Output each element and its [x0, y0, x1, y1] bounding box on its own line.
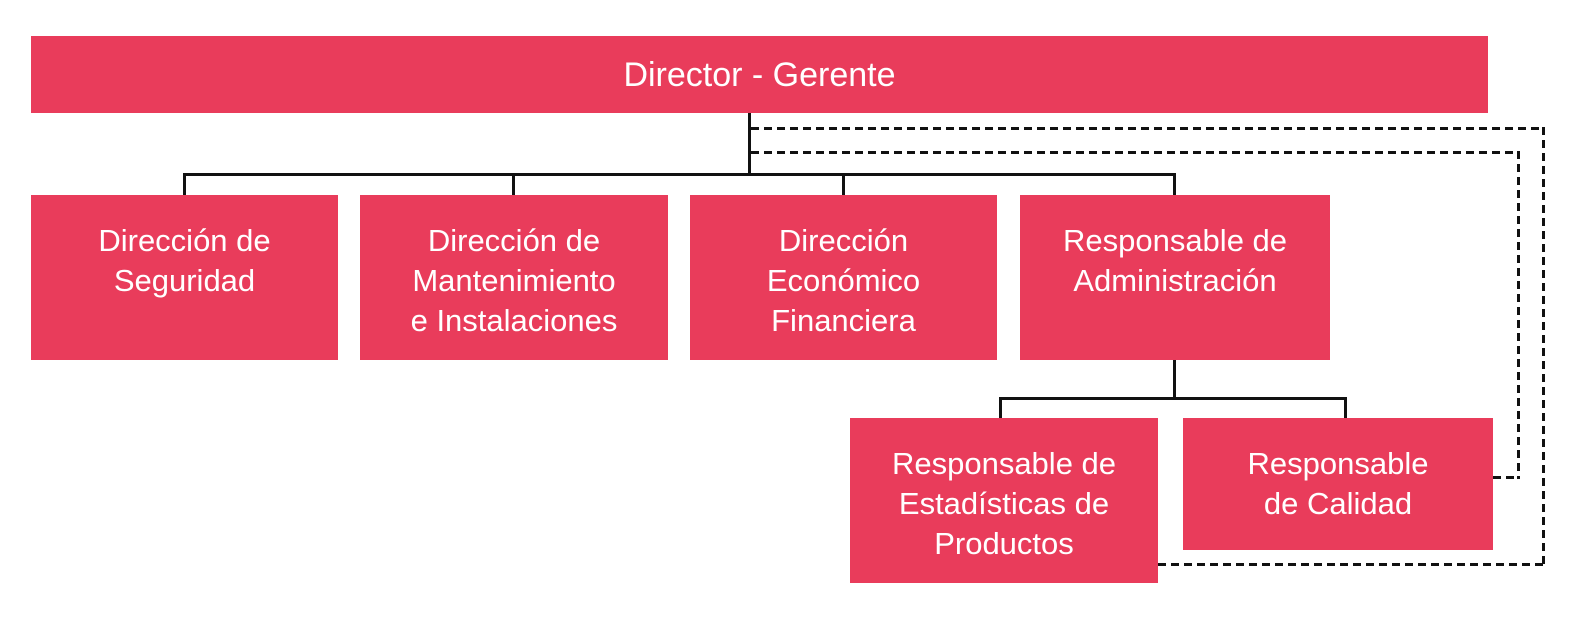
node-direccion-economico-financiera: Dirección Económico Financiera: [690, 195, 997, 360]
dashed-link-director-calidad-top: [751, 151, 1520, 154]
dashed-link-director-estadisticas-right: [1542, 127, 1545, 566]
node-label-line: Estadísticas de: [898, 486, 1110, 521]
node-responsable-estadisticas-productos: Responsable de Estadísticas de Productos: [850, 418, 1158, 583]
node-label-line: Seguridad: [113, 263, 256, 298]
node-label-line: e Instalaciones: [410, 303, 618, 338]
connector-level3-bus: [999, 397, 1347, 400]
node-label-line: Responsable: [1247, 446, 1429, 481]
connector-drop-mantenimiento: [512, 173, 515, 195]
connector-level2-bus: [183, 173, 1176, 176]
node-label-line: Económico: [766, 263, 921, 298]
node-responsable-calidad: Responsable de Calidad: [1183, 418, 1493, 550]
connector-drop-seguridad: [183, 173, 186, 195]
dashed-link-director-calidad-bottom: [1493, 476, 1520, 479]
dashed-link-director-estadisticas-bottom: [1158, 563, 1545, 566]
node-label-line: de Calidad: [1263, 486, 1413, 521]
node-label-line: Dirección de: [427, 223, 601, 258]
node-label-line: Responsable de: [891, 446, 1117, 481]
dashed-link-director-calidad-right: [1517, 151, 1520, 479]
node-label-line: Mantenimiento: [412, 263, 616, 298]
connector-drop-estadisticas: [999, 397, 1002, 418]
connector-drop-administracion: [1173, 173, 1176, 195]
node-label-line: Dirección de: [98, 223, 271, 258]
connector-administracion-stem: [1173, 360, 1176, 400]
node-direccion-mantenimiento: Dirección de Mantenimiento e Instalacion…: [360, 195, 668, 360]
node-label-line: Financiera: [771, 303, 916, 338]
connector-director-stem: [748, 113, 751, 176]
node-director-gerente: Director - Gerente: [31, 36, 1488, 113]
node-label-line: Administración: [1073, 263, 1277, 298]
connector-drop-calidad: [1344, 397, 1347, 418]
connector-drop-economico: [842, 173, 845, 195]
node-label: Director - Gerente: [623, 55, 896, 94]
dashed-link-director-estadisticas-top: [751, 127, 1545, 130]
node-direccion-seguridad: Dirección de Seguridad: [31, 195, 338, 360]
node-responsable-administracion: Responsable de Administración: [1020, 195, 1330, 360]
node-label-line: Dirección: [778, 223, 909, 258]
node-label-line: Responsable de: [1062, 223, 1288, 258]
node-label-line: Productos: [934, 526, 1074, 561]
